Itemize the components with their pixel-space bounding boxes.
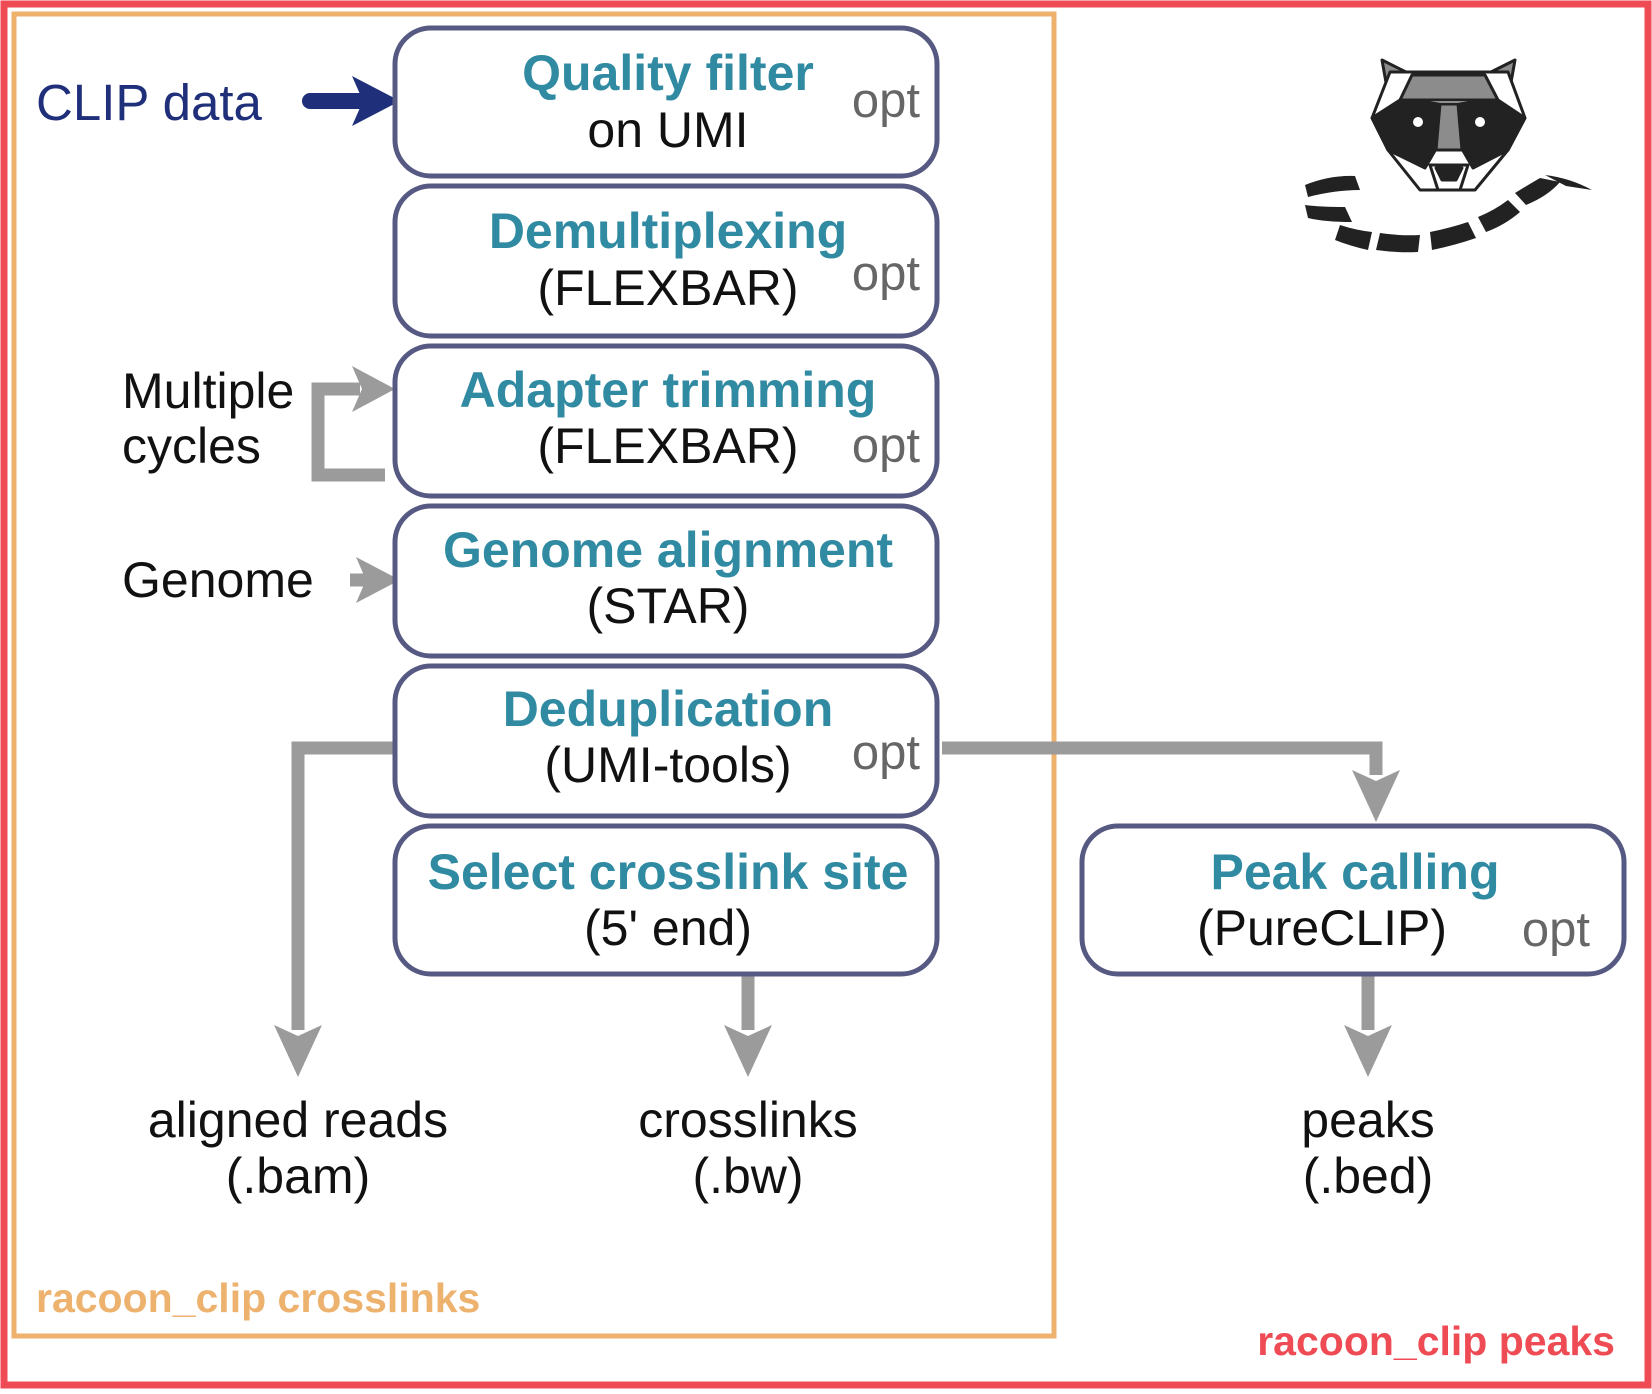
peaks-region-label: racoon_clip peaks [1257,1318,1615,1364]
step-subtitle: (PureCLIP) [1197,900,1447,956]
optional-label: opt [852,419,921,473]
step-subtitle: (5' end) [584,900,752,956]
step-subtitle: (UMI-tools) [544,737,791,793]
output-bam-line2: (.bam) [226,1148,370,1204]
output-bam-line1: aligned reads [148,1092,448,1148]
step-title: Deduplication [503,681,834,737]
step-title: Genome alignment [443,522,893,578]
step-title: Adapter trimming [460,362,877,418]
peak-arrow-line [942,741,1383,775]
multiple-cycles-label-line2: cycles [122,418,261,474]
step-select-crosslink-site: Select crosslink site (5' end) [392,823,940,977]
multiple-cycles-label-line1: Multiple [122,363,294,419]
output-bw-line1: crosslinks [638,1092,857,1148]
cycle-loop-arrow-line [311,382,385,482]
step-deduplication: Deduplication (UMI-tools) opt [392,663,940,819]
optional-label: opt [852,247,921,301]
bam-arrow-line [291,741,395,1030]
crosslinks-region-label: racoon_clip crosslinks [36,1275,480,1321]
step-title: Demultiplexing [489,203,847,259]
genome-arrowhead [356,557,400,603]
step-subtitle: (STAR) [587,578,750,634]
optional-label: opt [852,74,921,128]
cycle-loop-arrowhead [352,366,395,412]
bam-arrowhead [274,1025,322,1077]
step-adapter-trimming: Adapter trimming (FLEXBAR) opt [392,343,940,499]
step-title: Select crosslink site [428,844,909,900]
output-bed-line1: peaks [1301,1092,1434,1148]
clip-input-arrowhead [352,76,400,126]
step-demultiplexing: Demultiplexing (FLEXBAR) opt [392,183,940,339]
optional-label: opt [1522,903,1591,957]
step-peak-calling: Peak calling (PureCLIP) opt [1079,823,1627,977]
step-subtitle: (FLEXBAR) [537,418,798,474]
crosslinks-region-border [11,11,1057,1339]
raccoon-logo-icon [1305,58,1592,253]
step-title: Peak calling [1210,844,1499,900]
step-quality-filter: Quality filter on UMI opt [392,25,940,179]
genome-label: Genome [122,552,314,608]
step-genome-alignment: Genome alignment (STAR) [392,503,940,659]
step-title: Quality filter [522,45,814,101]
bed-arrowhead [1344,1025,1392,1077]
peak-arrowhead [1352,770,1400,822]
output-bw-line2: (.bw) [692,1148,803,1204]
step-subtitle: on UMI [587,102,748,158]
step-subtitle: (FLEXBAR) [537,260,798,316]
optional-label: opt [852,726,921,780]
output-bed-line2: (.bed) [1303,1148,1434,1204]
clip-data-label: CLIP data [36,74,263,131]
bw-arrowhead [724,1025,772,1077]
